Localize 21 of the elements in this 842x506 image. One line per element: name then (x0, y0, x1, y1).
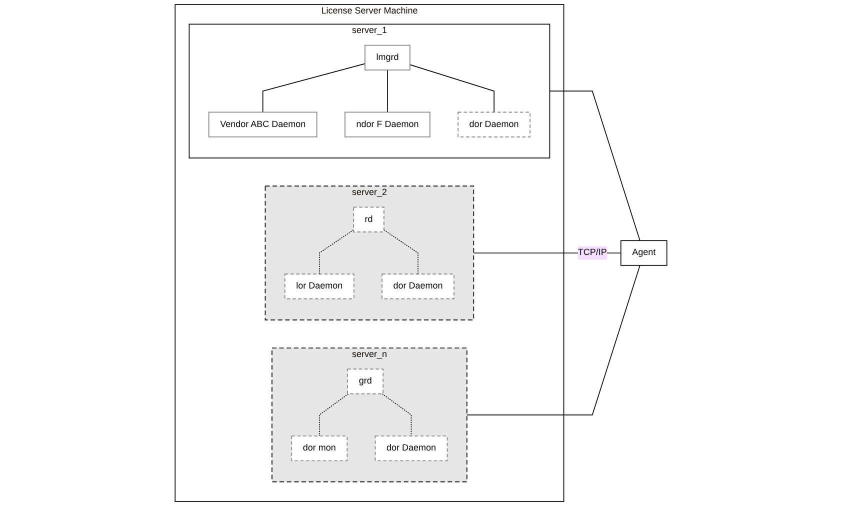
connector (262, 63, 366, 113)
node-box: dor mon (291, 436, 348, 462)
connector (466, 264, 640, 416)
node-box: dor Daemon (374, 436, 448, 462)
connector (318, 229, 354, 274)
connector (318, 393, 349, 436)
node-box: ndor F Daemon (344, 112, 430, 138)
connector (549, 90, 640, 242)
node-box: lmgrd (364, 44, 410, 70)
connector (410, 64, 494, 113)
connector (384, 229, 418, 274)
node-box: Vendor ABC Daemon (208, 112, 318, 138)
node-box: grd (347, 368, 384, 394)
node-box: dor Daemon (382, 274, 454, 300)
connector (382, 393, 412, 436)
edge-label: TCP/IP (578, 248, 607, 258)
connector (387, 70, 388, 113)
node-box: dor Daemon (458, 112, 530, 138)
node-box: lor Daemon (284, 274, 354, 300)
node-box: Agent (620, 240, 668, 266)
node-box: rd (353, 206, 384, 232)
